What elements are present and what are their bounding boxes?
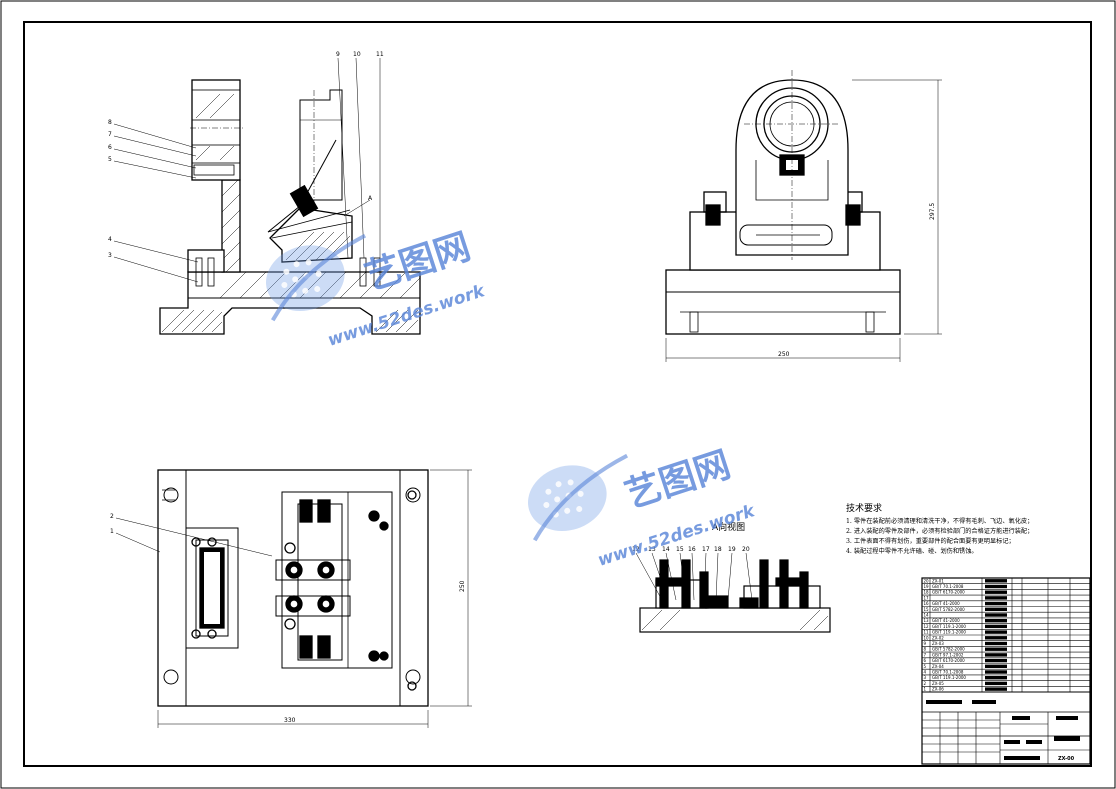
watermark-logo-1 [266,233,367,322]
bom-row-name-redacted [985,641,1007,646]
bom-row-code: GB/T 41-2000 [932,601,960,606]
tech-requirement-3: 3. 工件表面不得有划伤，重要部件的配合面要有更明显标记； [846,537,1015,545]
bom-row-number: 20 [924,578,930,583]
bom-row-name-redacted [985,664,1007,668]
balloon-7: 7 [108,131,112,138]
view-arrow-a: A [368,195,373,202]
balloon-6: 6 [108,144,112,151]
bom-row-code: ZX-04 [932,664,944,669]
balloon-10: 10 [353,51,361,58]
bom-row-number: 13 [924,618,930,623]
watermark-logo-2 [528,453,629,542]
balloon-9: 9 [336,51,340,58]
balloon-17: 17 [702,546,710,553]
bom-row-number: 12 [924,624,930,629]
tech-requirement-4: 4. 装配过程中零件不允许磕、碰、划伤和锈蚀。 [846,547,978,555]
bom-row-number: 2 [924,681,927,686]
bom-row-number: 14 [924,613,930,618]
balloon-4: 4 [108,236,112,243]
bom-row-number: 8 [924,647,927,652]
side-section-view: 8 7 6 5 4 3 9 10 11 A [108,51,421,335]
tech-requirement-1: 1. 零件在装配前必须清理和清洗干净，不得有毛刺、飞边、氧化皮； [846,517,1033,525]
bom-row-name-redacted [985,636,1007,640]
bom-row-name-redacted [985,601,1007,606]
bom-row-number: 19 [924,584,930,589]
bom-row-number: 11 [924,630,930,635]
bom-row-number: 3 [924,675,927,680]
bom-row-number: 15 [924,607,930,612]
bom-row-name-redacted [985,607,1007,611]
bom-row-name-redacted [985,676,1007,680]
bom-row-name-redacted [985,653,1007,657]
balloon-1: 1 [110,528,114,535]
balloon-8: 8 [108,119,112,126]
balloon-11: 11 [376,51,384,58]
bom-row-number: 18 [924,590,930,595]
bom-row-number: 4 [924,670,927,675]
bom-row-code: GB/T 41-2000 [932,618,960,623]
dim-front-width: 250 [778,351,790,358]
bom-row-name-redacted [985,590,1007,594]
bom-row-name-redacted [985,619,1007,623]
balloon-15: 15 [676,546,684,553]
bom-row-name-redacted [985,687,1007,691]
bom-row-code: GB/T 119.1-2000 [932,675,966,680]
bom-row-name-redacted [985,579,1007,583]
bom-row-number: 9 [924,641,927,646]
bom-row-number: 10 [924,635,930,640]
inner-frame [23,21,1092,767]
bom-row-code: ZX-03 [932,641,944,646]
bom-row-code: ZX-06 [932,687,944,692]
bom-row-code: GB/T 70.1-2008 [932,584,964,589]
bom-row-number: 5 [924,664,927,669]
bom-row-code: GB/T 5782-2000 [932,607,965,612]
balloon-2: 2 [110,513,114,520]
bom-row-name-redacted [985,658,1007,663]
bom-row-code: ZX-02 [932,635,944,640]
bom-row-name-redacted [985,670,1007,674]
balloon-19: 19 [728,546,736,553]
plan-view [115,469,472,728]
balloon-18: 18 [714,546,722,553]
tech-requirement-2: 2. 进入装配的零件及部件，必须有检验部门的合格证方能进行装配； [846,527,1033,535]
bom-row-code: GB/T 5782-2000 [932,647,965,652]
bom-row-name-redacted [985,681,1007,686]
balloon-14: 14 [662,546,670,553]
bom-row-number: 1 [924,687,927,692]
bom-row-code: GB/T 6170-2000 [932,590,965,595]
bom-row-number: 16 [924,601,930,606]
bom-row-code: ZX-01 [932,578,944,583]
balloon-3: 3 [108,252,112,259]
bom-row-name-redacted [985,630,1007,634]
balloon-20: 20 [742,546,750,553]
drawing-number: ZX-00 [1058,756,1075,762]
bom-row-name-redacted [985,613,1007,617]
bom-row-name-redacted [985,624,1007,629]
bom-row-number: 6 [924,658,927,663]
bom-row-name-redacted [985,647,1007,651]
balloon-12: 12 [632,546,640,553]
bom-row-code: GB/T 119.1-2000 [932,624,966,629]
view-a-title: A向视图 [712,521,745,533]
balloon-16: 16 [688,546,696,553]
balloon-5: 5 [108,156,112,163]
balloon-13: 13 [648,546,656,553]
bom-row-code: GB/T 119.1-2000 [932,630,966,635]
bom-row-name-redacted [985,584,1007,589]
dim-front-height: 297.5 [929,203,936,220]
bom-row-code: GB/T 70.1-2008 [932,670,964,675]
dim-plan-width: 330 [284,717,296,724]
bom-row-code: GB/T 97.1-2002 [932,652,964,657]
bom-row-code: GB/T 6170-2000 [932,658,965,663]
bom-row-number: 17 [924,595,930,600]
tech-requirements-title: 技术要求 [846,502,882,514]
bom-row-name-redacted [985,596,1007,600]
front-view [665,70,942,362]
dim-plan-height: 250 [459,580,466,592]
bom-row-number: 7 [924,652,927,657]
bom-row-code: ZX-05 [932,681,944,686]
a-view [635,552,831,633]
